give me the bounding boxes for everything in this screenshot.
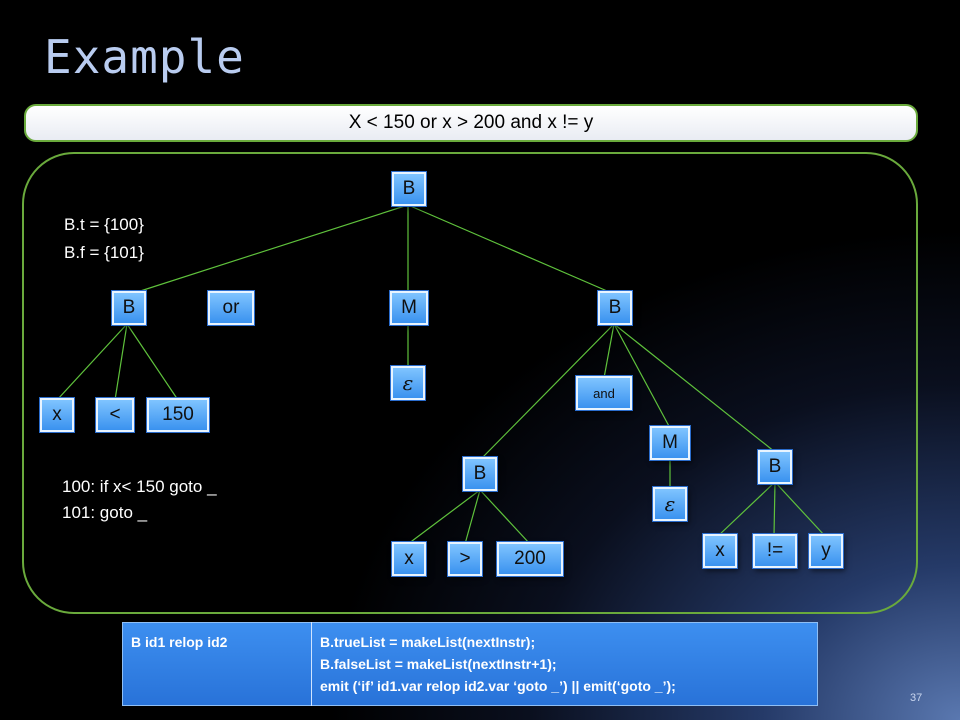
- node-b-right: B: [598, 291, 632, 325]
- node-m: M: [390, 291, 428, 325]
- edge-bfar-neq: [773, 481, 776, 537]
- node-b-inner: B: [463, 457, 497, 491]
- expression-box: X < 150 or x > 200 and x != y: [24, 104, 918, 142]
- node-m2: M: [650, 426, 690, 460]
- edge-bleft-x: [56, 323, 128, 401]
- edge-bright-and: [603, 323, 615, 379]
- edge-bleft-lt: [114, 323, 128, 401]
- node-root-b: B: [392, 172, 426, 206]
- page-number: 37: [910, 692, 923, 704]
- node-epsilon-bottom: ε: [653, 487, 687, 521]
- node-epsilon-top: ε: [391, 366, 425, 400]
- note-false-list: B.f = {101}: [64, 243, 144, 262]
- action-line-3: emit (‘if’ id1.var relop id2.var ‘goto _…: [320, 678, 676, 694]
- node-b-far-right: B: [758, 450, 792, 484]
- action-cell: B.trueList = makeList(nextInstr); B.fals…: [312, 623, 818, 706]
- edge-bleft-150: [126, 323, 179, 401]
- node-y: y: [809, 534, 843, 568]
- node-less-than: <: [96, 398, 134, 432]
- edge-root-bleft: [130, 204, 409, 295]
- edge-binner-x: [407, 489, 481, 545]
- edge-bright-bfar: [613, 323, 776, 453]
- node-or: or: [208, 291, 254, 325]
- node-x-inner: x: [392, 542, 426, 576]
- edge-bright-m2: [613, 323, 671, 429]
- node-x-left: x: [40, 398, 74, 432]
- node-150: 150: [147, 398, 209, 432]
- edge-bfar-y: [774, 481, 826, 537]
- note-code-101: 101: goto _: [62, 503, 148, 522]
- node-200: 200: [497, 542, 563, 576]
- node-x-far: x: [703, 534, 737, 568]
- node-greater-than: >: [448, 542, 482, 576]
- semantic-rule-table: B id1 relop id2 B.trueList = makeList(ne…: [122, 622, 818, 706]
- edge-binner-gt: [464, 489, 481, 545]
- table-row: B id1 relop id2 B.trueList = makeList(ne…: [122, 622, 818, 706]
- production-text: B id1 relop id2: [131, 634, 228, 650]
- action-line-1: B.trueList = makeList(nextInstr);: [320, 634, 536, 650]
- note-code-100: 100: if x< 150 goto _: [62, 477, 217, 496]
- note-true-list: B.t = {100}: [64, 215, 144, 234]
- node-not-equal: !=: [753, 534, 797, 568]
- node-and: and: [576, 376, 632, 410]
- parse-tree-panel: [22, 152, 918, 614]
- node-b-left: B: [112, 291, 146, 325]
- production-cell: B id1 relop id2: [122, 622, 312, 706]
- edge-bright-binner: [479, 323, 615, 461]
- expression-text: X < 150 or x > 200 and x != y: [348, 112, 594, 133]
- edge-root-bright: [407, 204, 615, 295]
- slide-title: Example: [44, 30, 245, 84]
- action-line-2: B.falseList = makeList(nextInstr+1);: [320, 656, 557, 672]
- edge-bfar-x: [717, 481, 776, 537]
- edge-binner-200: [479, 489, 531, 545]
